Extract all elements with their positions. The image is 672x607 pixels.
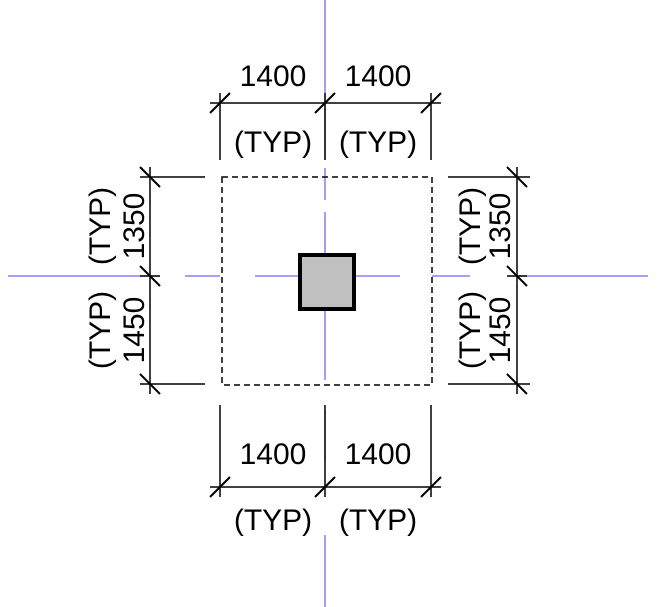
bottom-dimension: 1400 1400 (TYP) (TYP) <box>209 405 442 537</box>
dim-note: (TYP) <box>234 504 312 537</box>
dim-value: 1450 <box>118 297 151 364</box>
dim-value: 1450 <box>484 297 517 364</box>
dim-note: (TYP) <box>84 187 117 265</box>
dim-note: (TYP) <box>339 126 417 159</box>
footing-outline <box>221 176 433 386</box>
dim-note: (TYP) <box>339 504 417 537</box>
dim-note: (TYP) <box>234 126 312 159</box>
dim-value: 1350 <box>484 193 517 260</box>
dim-value: 1400 <box>345 60 412 93</box>
left-dimension: 1350 1450 (TYP) (TYP) <box>84 166 205 395</box>
dim-note: (TYP) <box>84 291 117 369</box>
dim-note: (TYP) <box>454 187 487 265</box>
top-dimension: 1400 1400 (TYP) (TYP) <box>209 60 442 160</box>
dim-value: 1400 <box>240 60 307 93</box>
column <box>298 253 356 311</box>
dim-note: (TYP) <box>454 291 487 369</box>
right-dimension: 1350 1450 (TYP) (TYP) <box>448 166 530 395</box>
dim-value: 1350 <box>118 193 151 260</box>
dim-value: 1400 <box>240 438 307 471</box>
dim-value: 1400 <box>345 438 412 471</box>
